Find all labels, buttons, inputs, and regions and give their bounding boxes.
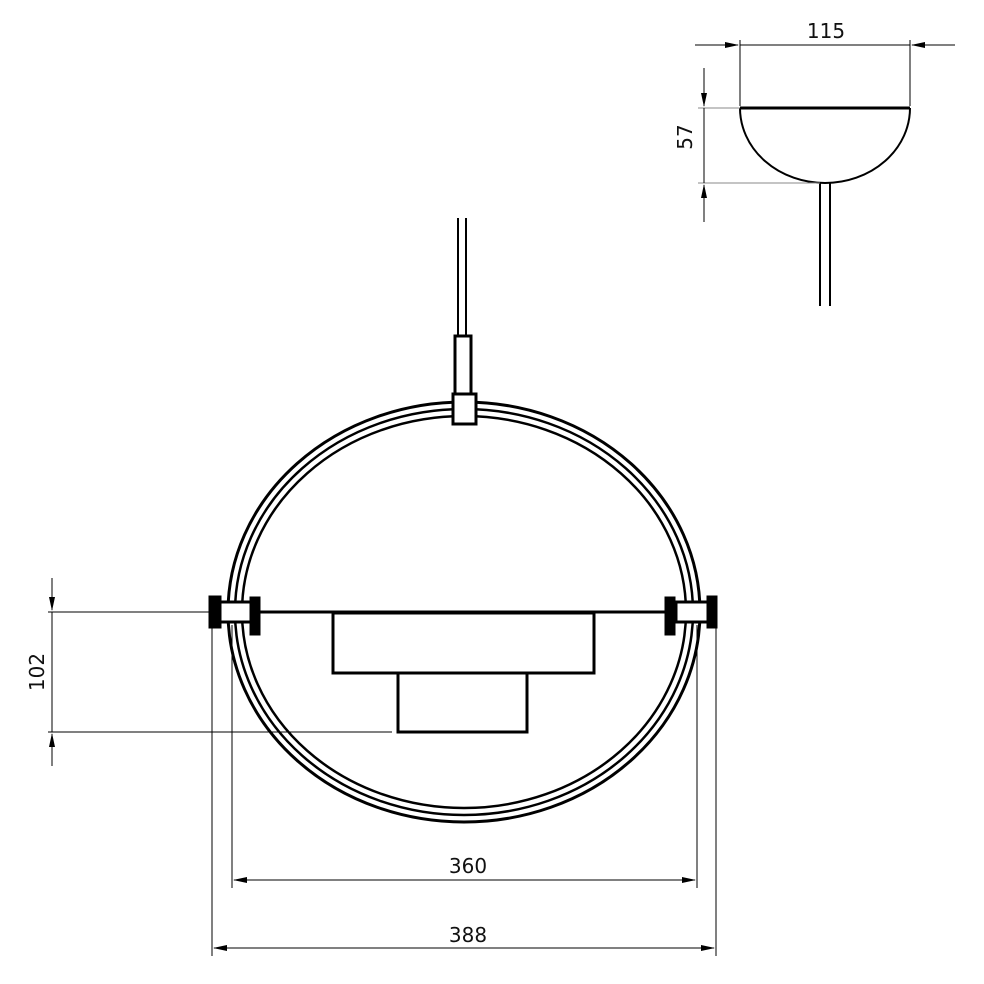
shade-plate	[255, 610, 670, 734]
dimension-canopy-height	[698, 68, 820, 222]
top-connector	[451, 392, 478, 426]
canopy-width-label: 115	[807, 19, 845, 43]
outer-width-label: 388	[449, 923, 487, 947]
dimension-outer-width	[211, 625, 717, 956]
inner-diameter-label: 360	[449, 854, 487, 878]
left-pivot	[208, 595, 261, 636]
shade-depth-label: 102	[25, 653, 49, 691]
cord	[453, 218, 473, 396]
dimension-shade-depth	[48, 578, 392, 766]
canopy-height-label: 57	[673, 124, 697, 149]
dimension-canopy-width	[695, 40, 955, 106]
dimension-inner-diameter	[231, 625, 698, 888]
right-pivot	[664, 595, 718, 636]
canopy	[739, 106, 911, 306]
